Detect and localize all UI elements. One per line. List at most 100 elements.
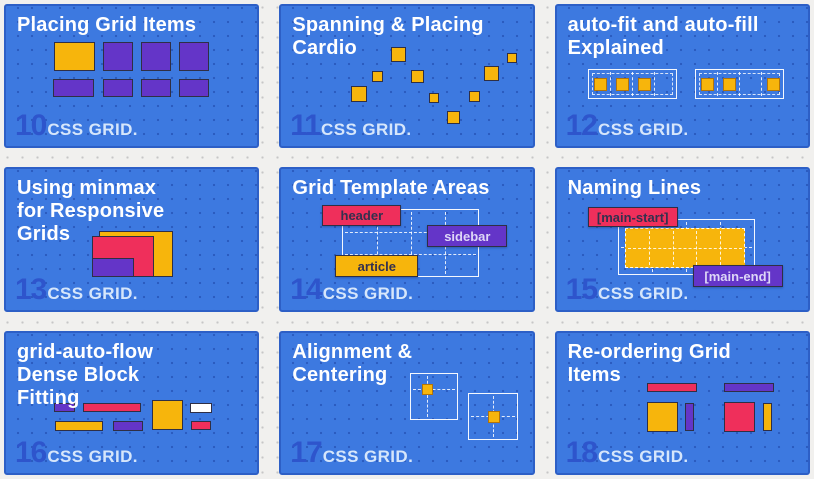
lesson-card-17[interactable]: Alignment & Centering 17 CSS GRID. [279,330,535,475]
yellow-square [429,93,440,103]
dashed-gridline [345,253,477,255]
grid-track-outline [694,69,784,99]
lesson-title: Grid Template Areas [292,177,490,200]
brand-label: CSS GRID. [322,283,414,303]
lesson-title: Alignment & Centering [292,340,413,386]
grid-cell-dot [766,78,780,91]
brand-label: CSS GRID. [598,283,689,303]
lesson-number: 10 [15,109,47,143]
brand-label: CSS GRID. [321,120,412,140]
white-bar [190,402,212,413]
lesson-card-10[interactable]: Placing Grid Items 10 CSS GRID. [4,4,260,149]
dashed-gridline [426,375,428,417]
lesson-title: Re-ordering Grid Items [567,340,731,386]
lesson-footer: 10 CSS GRID. [15,111,138,141]
lesson-card-11[interactable]: Spanning & Placing Cardio 11 CSS GRID. [279,4,535,149]
lesson-card-15[interactable]: Naming Lines [main-start] [main-end] 15 … [554,167,810,312]
yellow-bar [55,420,103,431]
lesson-number: 17 [290,435,322,469]
yellow-square [646,401,678,432]
grid-cell-dot [637,78,651,91]
purple-rect [141,42,171,71]
red-bar [191,420,211,430]
yellow-square [372,71,384,82]
lesson-title: Spanning & Placing Cardio [292,14,484,59]
purple-rect [103,79,133,97]
red-bar [83,402,141,412]
lesson-footer: 15 CSS GRID. [565,272,689,306]
grid-cell-dot [593,78,607,91]
dashed-gridline [345,232,477,234]
purple-rect [141,79,171,97]
lesson-footer: 13 CSS GRID. [15,272,138,306]
yellow-square [411,70,425,83]
red-square [723,401,755,432]
sidebar-area-label: sidebar [444,228,491,244]
lesson-number: 15 [565,272,598,306]
lesson-card-13[interactable]: Using minmax for Responsive Grids 13 CSS… [4,167,260,312]
dashed-gridline [410,212,412,275]
red-bar [646,382,697,392]
lesson-number: 13 [15,272,47,306]
lesson-card-16[interactable]: grid-auto-flow Dense Block Fitting 16 CS… [4,330,260,475]
purple-column [684,402,694,431]
brand-label: CSS GRID. [47,120,138,140]
header-area-tag: header [322,205,402,227]
lesson-title: Naming Lines [567,177,702,200]
dashed-gridline [632,72,634,96]
yellow-square [351,86,368,102]
yellow-square [469,91,481,102]
dashed-gridline [653,72,655,96]
lesson-number: 12 [565,109,598,143]
article-area-label: article [357,258,396,274]
lesson-footer: 14 CSS GRID. [290,272,414,306]
brand-label: CSS GRID. [598,120,689,140]
yellow-column [762,402,772,431]
lesson-number: 18 [565,435,598,469]
aligned-item-dot [422,383,434,395]
brand-label: CSS GRID. [322,446,414,466]
lesson-footer: 16 CSS GRID. [15,437,138,468]
lesson-card-18[interactable]: Re-ordering Grid Items 18 CSS GRID. [554,330,810,475]
lesson-card-14[interactable]: Grid Template Areas header sidebar artic… [279,167,535,312]
centering-box [468,392,519,440]
main-end-tag: [main-end] [692,265,783,288]
grid-cell-dot [722,78,736,91]
brand-label: CSS GRID. [47,446,138,466]
lesson-footer: 18 CSS GRID. [565,435,689,469]
grid-cell-dot [700,78,714,91]
lesson-title: Using minmax for Responsive Grids [17,177,165,246]
dashed-gridline [610,72,612,96]
grid-cell-dot [615,78,629,91]
yellow-square [447,111,461,124]
yellow-square [484,66,500,81]
lesson-footer: 12 CSS GRID. [566,111,689,141]
main-start-label: [main-start] [596,209,669,225]
lesson-number: 11 [290,109,321,143]
dashed-gridline [627,248,742,250]
lesson-footer: 11 CSS GRID. [290,111,411,141]
brand-label: CSS GRID. [47,283,138,303]
named-span-area [624,228,745,269]
centered-item-dot [488,410,501,423]
lesson-title: Placing Grid Items [17,14,197,36]
purple-bar [723,382,774,392]
yellow-square [391,47,407,62]
main-end-label: [main-end] [704,268,771,284]
brand-label: CSS GRID. [598,446,689,466]
purple-bar [113,420,143,431]
purple-bar [54,402,75,412]
dashed-gridline [760,72,762,96]
purple-rect [179,79,209,97]
lesson-card-12[interactable]: auto-fit and auto-fill Explained 12 CSS … [554,4,810,149]
dashed-gridline [377,212,379,275]
yellow-rect [54,42,95,71]
lesson-title: grid-auto-flow Dense Block Fitting [17,340,154,409]
lesson-footer: 17 CSS GRID. [290,435,414,469]
lesson-number: 14 [290,272,322,306]
dashed-gridline [739,72,741,96]
purple-rect [92,258,134,278]
grid-track-outline [587,69,677,99]
dashed-gridline [717,72,719,96]
